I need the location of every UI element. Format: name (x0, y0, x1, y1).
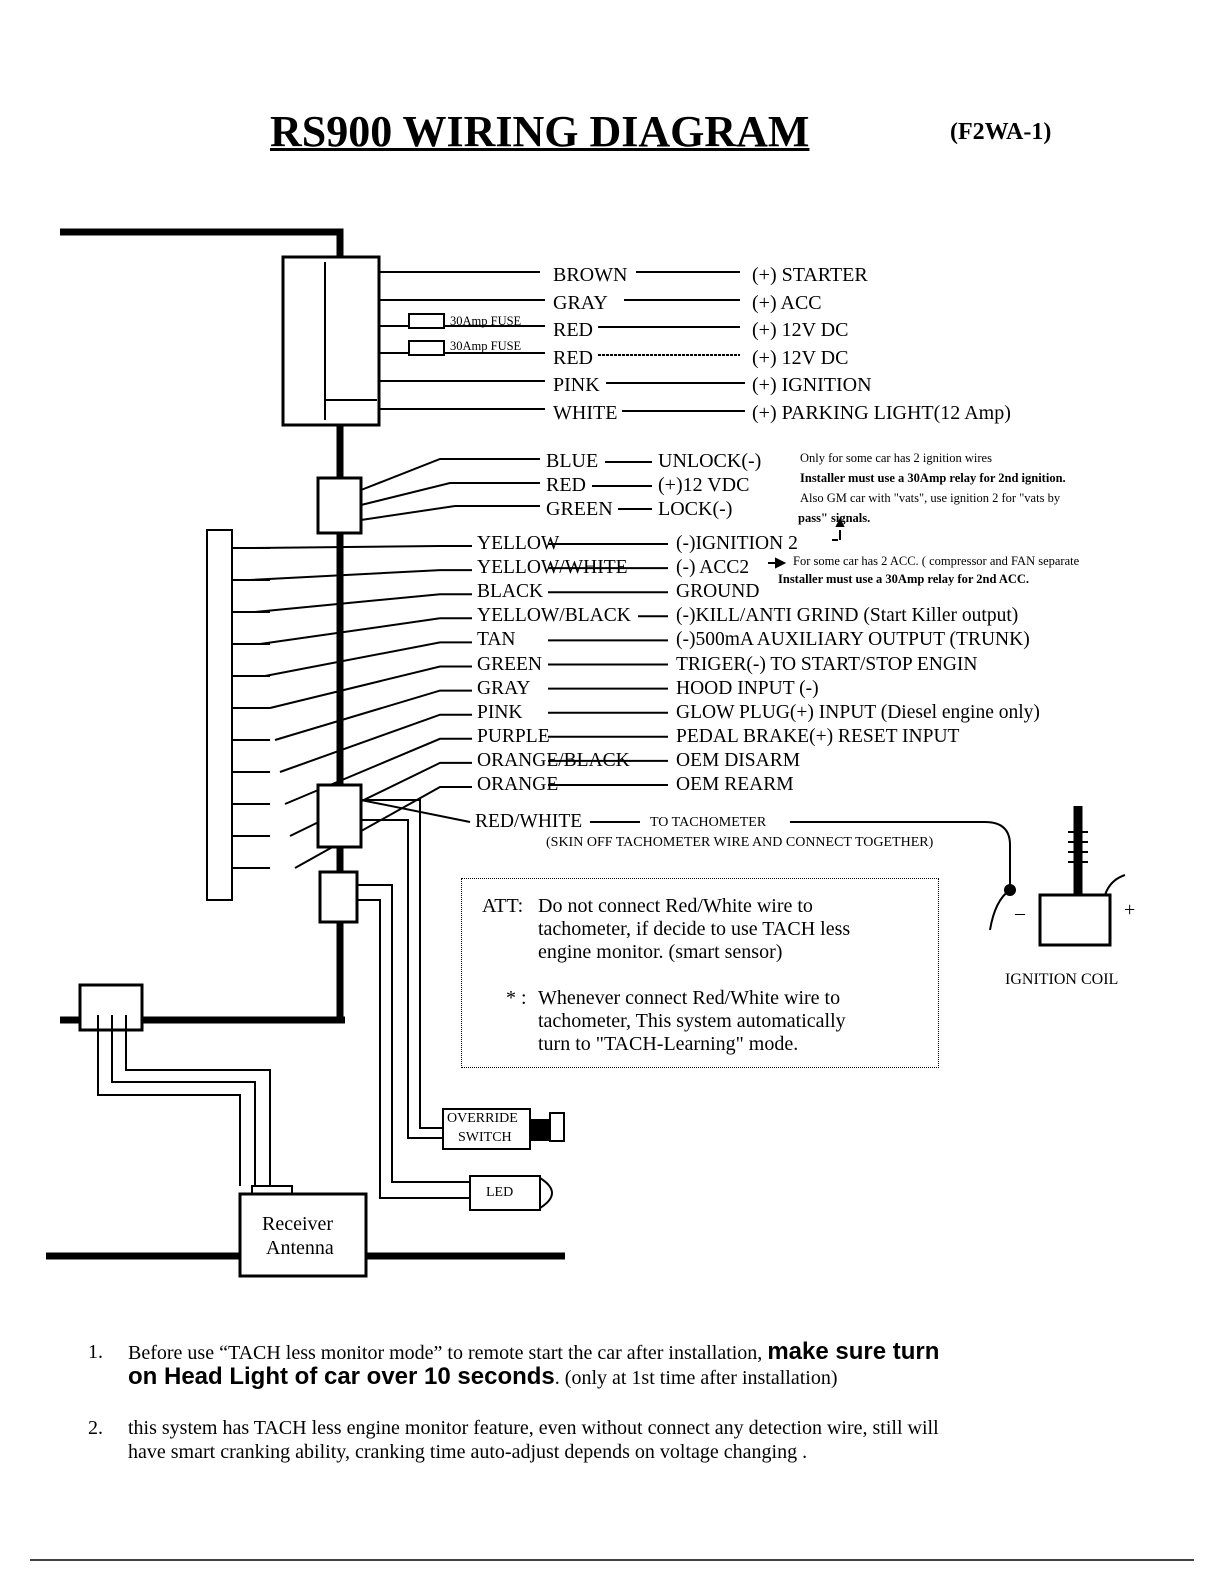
aux-wire-4 (264, 641, 472, 677)
note-1-emphasis-1: make sure turn (767, 1338, 940, 1365)
att-line6: turn to "TACH-Learning" mode. (538, 1033, 799, 1055)
led-label: LED (486, 1185, 514, 1200)
attention-box: ATT: Do not connect Red/White wire to ta… (461, 878, 939, 1068)
aux-wire-label-gray: GRAY (477, 677, 531, 699)
override-switch-label-2: SWITCH (458, 1130, 512, 1145)
wire-label-green-lock: GREEN (546, 498, 613, 520)
override-switch-label-1: OVERRIDE (447, 1111, 518, 1126)
att-line2: tachometer, if decide to use TACH less (538, 918, 851, 940)
ignition2-note-line1: Only for some car has 2 ignition wires (800, 451, 992, 465)
aux-wire-function-green: TRIGER(-) TO START/STOP ENGIN (676, 653, 978, 675)
receiver-label: Receiver (262, 1213, 334, 1235)
att-line4: Whenever connect Red/White wire to (538, 987, 841, 1009)
wire-label-red-1: RED (553, 319, 593, 341)
tach-function: TO TACHOMETER (650, 815, 767, 830)
aux-wire-0 (249, 545, 472, 549)
aux-wire-function-purple: PEDAL BRAKE(+) RESET INPUT (676, 725, 960, 747)
ignition2-note-line3: Also GM car with "vats", use ignition 2 … (800, 491, 1061, 505)
aux-wire-function-yellow-black: (-)KILL/ANTI GRIND (Start Killer output) (676, 605, 1019, 627)
wire-function-12v-1: (+) 12V DC (752, 319, 849, 341)
aux-wire-function-tan: (-)500mA AUXILIARY OUTPUT (TRUNK) (676, 629, 1030, 651)
aux-wire-label-orange-black: ORANGE/BLACK (477, 749, 630, 771)
aux-wire-3 (259, 617, 472, 645)
wire-function-lock: LOCK(-) (658, 498, 733, 520)
note-2-number: 2. (88, 1417, 103, 1439)
page-title: RS900 WIRING DIAGRAM (270, 107, 810, 156)
aux-wire-label-green: GREEN (477, 653, 542, 675)
note-1-number: 1. (88, 1341, 103, 1363)
wire-function-acc: (+) ACC (752, 292, 822, 314)
aux-wire-function-orange-black: OEM DISARM (676, 749, 801, 771)
aux-wire-label-pink: PINK (477, 701, 523, 723)
aux-wire-label-yellow: YELLOW (477, 533, 560, 554)
aux-wire-function-black: GROUND (676, 581, 760, 603)
wire-function-parking-light: (+) PARKING LIGHT(12 Amp) (752, 402, 1011, 424)
ignition2-note-line4: pass" signals. (798, 511, 871, 525)
acc2-note-line1: For some car has 2 ACC. ( compressor and… (793, 554, 1080, 568)
aux-wire-label-orange: ORANGE (477, 774, 559, 795)
aux-wire-6 (274, 689, 472, 741)
att-star: * : (506, 987, 527, 1009)
acc2-note-line2: Installer must use a 30Amp relay for 2nd… (778, 572, 1030, 586)
coil-plus-sign: + (1124, 899, 1136, 921)
wire-function-12v-2: (+) 12V DC (752, 347, 849, 369)
wire-label-gray: GRAY (553, 292, 608, 314)
note-1-emphasis-2: on Head Light of car over 10 seconds (128, 1363, 555, 1390)
wire-label-red-2: RED (553, 347, 593, 369)
aux-wire-label-tan: TAN (477, 629, 516, 651)
wire-function-starter: (+) STARTER (752, 264, 868, 286)
note-1-tail: . (only at 1st time after installation) (554, 1367, 838, 1389)
aux-wire-function-orange: OEM REARM (676, 774, 794, 795)
fuse-label-2: 30Amp FUSE (450, 339, 522, 353)
tach-note: (SKIN OFF TACHOMETER WIRE AND CONNECT TO… (546, 835, 934, 850)
coil-minus-sign: – (1015, 902, 1025, 924)
aux-wire-1 (249, 569, 472, 581)
aux-wire-label-yellow-black: YELLOW/BLACK (477, 605, 631, 627)
model-code: (F2WA-1) (950, 119, 1052, 145)
wire-function-12vdc: (+)12 VDC (658, 474, 750, 496)
note-1-text: Before use “TACH less monitor mode” to r… (128, 1342, 763, 1364)
aux-wire-function-pink: GLOW PLUG(+) INPUT (Diesel engine only) (676, 701, 1040, 723)
antenna-label: Antenna (266, 1237, 334, 1259)
aux-wire-function-gray: HOOD INPUT (-) (676, 677, 819, 699)
wire-label-blue: BLUE (546, 450, 599, 472)
aux-wire-label-black: BLACK (477, 581, 544, 603)
wire-function-ignition: (+) IGNITION (752, 374, 872, 396)
att-line3: engine monitor. (smart sensor) (538, 941, 783, 963)
aux-wire-function-yellow-white: (-) ACC2 (676, 557, 750, 579)
aux-wire-function-yellow: (-)IGNITION 2 (676, 533, 798, 554)
aux-wire-5 (269, 665, 472, 709)
aux-wire-7 (279, 713, 472, 773)
wire-label-pink: PINK (553, 374, 600, 396)
wire-label-white: WHITE (553, 402, 618, 424)
fuse-label-1: 30Amp FUSE (450, 314, 522, 328)
note-2-line2: have smart cranking ability, cranking ti… (128, 1441, 808, 1463)
ignition-coil-label: IGNITION COIL (1005, 971, 1119, 988)
ignition2-note-line2: Installer must use a 30Amp relay for 2nd… (800, 471, 1066, 485)
wire-label-brown: BROWN (553, 264, 628, 286)
att-line1: Do not connect Red/White wire to (538, 895, 813, 917)
aux-wire-8 (284, 737, 472, 805)
att-line5: tachometer, This system automatically (538, 1010, 846, 1032)
aux-wire-label-yellow-white: YELLOW/WHITE (477, 557, 628, 579)
att-label: ATT: (482, 895, 524, 917)
aux-wire-label-purple: PURPLE (477, 725, 550, 747)
wire-function-unlock: UNLOCK(-) (658, 450, 762, 472)
wire-label-red-white: RED/WHITE (475, 811, 583, 832)
wire-label-red-lock: RED (546, 474, 586, 496)
aux-wire-2 (254, 593, 472, 613)
note-2-line1: this system has TACH less engine monitor… (128, 1417, 939, 1439)
